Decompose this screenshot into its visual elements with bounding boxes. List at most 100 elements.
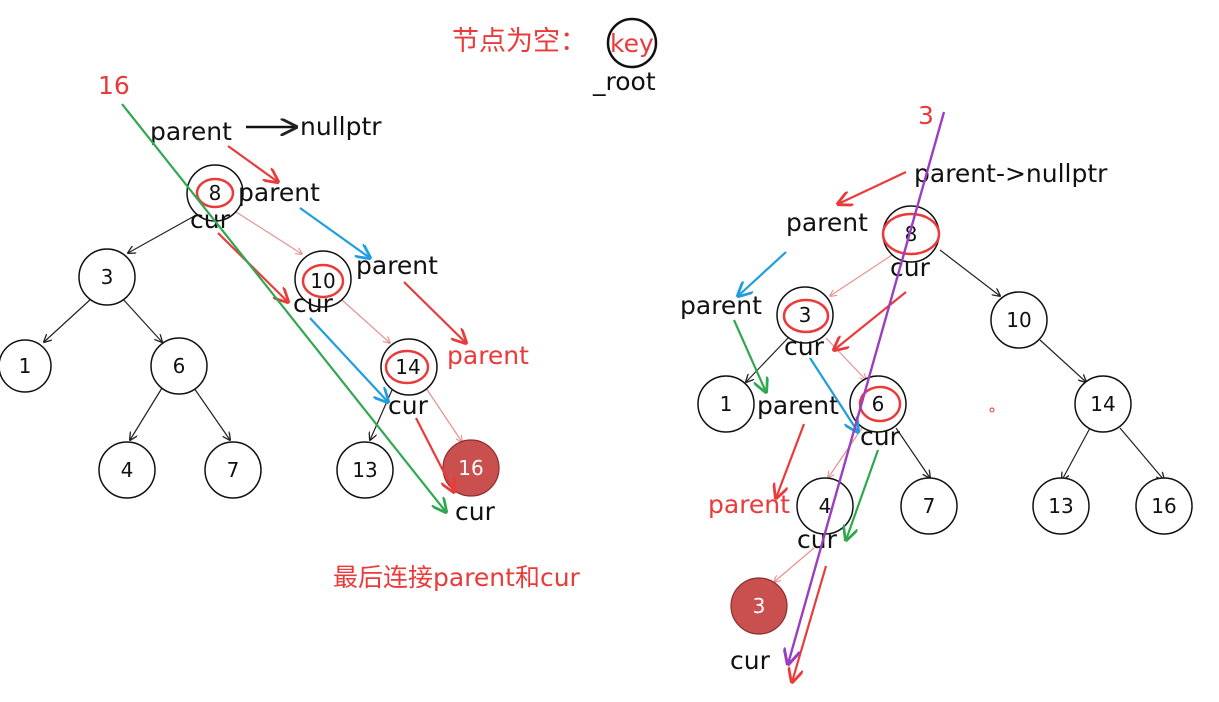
edge-r-6-4: [828, 427, 863, 478]
edge-r-8-10: [939, 249, 1000, 296]
svg-text:16: 16: [1151, 494, 1176, 518]
svg-text:1: 1: [19, 354, 32, 378]
tree-node-1: 1: [0, 339, 52, 393]
red-arrow-parent-right-1: [838, 171, 907, 204]
svg-text:13: 13: [1048, 494, 1073, 518]
tree-node-14: 14: [380, 338, 438, 396]
svg-text:14: 14: [395, 355, 420, 379]
tree-node-4: 4: [98, 441, 156, 499]
blue-arrow-parent-right-2: [738, 251, 787, 296]
cur-label-left-1: cur: [293, 289, 334, 318]
tree-node-r-6: 6: [849, 375, 907, 433]
tree-node-r-16: 16: [1135, 477, 1193, 535]
green-arrow-cur-right-3: [846, 449, 880, 540]
left-tree: 8 3 10 1 6 14 4 7: [0, 164, 500, 499]
parent-label-right-1: parent: [680, 291, 762, 320]
header: 节点为空： key _root: [452, 17, 658, 96]
cur-label-left-3: cur: [455, 497, 496, 526]
parent-label-right-0: parent: [786, 208, 868, 237]
right-annotations: 3 parent->nullptr parent cur parent cur …: [680, 101, 1108, 682]
nullptr-label: nullptr: [300, 112, 382, 141]
edge-r-10-14: [1039, 339, 1086, 382]
left-annotations: 16 parent nullptr parent cur parent cur …: [98, 71, 581, 592]
red-arrow-parent-right-3: [776, 423, 806, 498]
svg-text:1: 1: [720, 392, 733, 416]
svg-text:8: 8: [209, 181, 222, 205]
tree-node-r-13: 13: [1032, 477, 1090, 535]
edge-6-4: [130, 387, 163, 440]
edge-r-3-1: [746, 337, 789, 382]
edge-r-6-7: [895, 427, 930, 478]
tree-node-r-3: 3: [776, 286, 834, 344]
tree-node-10: 10: [294, 250, 352, 308]
tree-node-7: 7: [204, 441, 262, 499]
key-circle: [606, 17, 658, 69]
cur-label-right-4: cur: [730, 646, 771, 675]
svg-text:3: 3: [799, 303, 812, 327]
edge-r-14-13: [1062, 427, 1091, 480]
edge-10-14: [341, 299, 390, 343]
tree-node-r-7: 7: [900, 477, 958, 535]
edge-3-6: [121, 297, 162, 342]
svg-text:14: 14: [1090, 392, 1115, 416]
edge-r-8-3: [830, 254, 893, 296]
svg-text:10: 10: [310, 269, 335, 293]
tree-node-r-4: 4: [796, 477, 854, 535]
green-arrow-parent-right-3: [732, 319, 766, 392]
svg-text:3: 3: [753, 594, 766, 618]
edge-r-14-16: [1119, 427, 1164, 480]
svg-text:13: 13: [352, 458, 377, 482]
blue-arrow-cur-step-2: [309, 317, 388, 402]
parent-label-right-2: parent: [757, 391, 839, 420]
red-arrow-cur-right-4: [792, 565, 828, 682]
svg-text:3: 3: [101, 265, 114, 289]
svg-text:7: 7: [923, 494, 936, 518]
tree-node-r-1: 1: [697, 375, 755, 433]
tree-node-3: 3: [78, 248, 136, 306]
svg-text:4: 4: [121, 458, 134, 482]
edge-3-1: [44, 297, 93, 342]
edge-14-16: [425, 387, 462, 442]
svg-text:16: 16: [458, 456, 483, 480]
cur-label-left-0: cur: [190, 205, 231, 234]
edge-8-10: [235, 211, 302, 254]
new-node-3: 3: [730, 577, 788, 635]
cur-label-right-1: cur: [784, 332, 825, 361]
tree-node-r-10: 10: [990, 291, 1048, 349]
blue-arrow-cur-right-2: [809, 357, 858, 432]
parent-label-left-3: parent: [447, 341, 529, 370]
red-arrow-cur-right-1: [834, 291, 907, 350]
insert-value-left: 16: [98, 71, 130, 100]
tree-node-r-14: 14: [1074, 375, 1132, 433]
header-title: 节点为空：: [452, 26, 587, 57]
parent-label-left-2: parent: [356, 251, 438, 280]
edge-8-3: [128, 213, 199, 253]
purple-arrow-search-path-right: [788, 111, 946, 664]
key-label: key: [610, 29, 654, 58]
svg-text:6: 6: [173, 354, 186, 378]
caption-left: 最后连接parent和cur: [333, 563, 581, 592]
red-arrow-parent-step-1: [227, 145, 278, 182]
svg-text:6: 6: [872, 392, 885, 416]
svg-text:7: 7: [227, 458, 240, 482]
edge-6-7: [193, 387, 230, 440]
svg-text:4: 4: [819, 494, 832, 518]
red-arrow-parent-step-3: [403, 281, 466, 343]
edge-r-3-6: [825, 337, 866, 380]
cur-label-right-3: cur: [797, 525, 838, 554]
stray-dot: [989, 407, 995, 413]
svg-text:10: 10: [1006, 308, 1031, 332]
blue-arrow-parent-step-2: [299, 207, 370, 258]
parent-nullptr-label: parent->nullptr: [914, 159, 1108, 188]
green-arrow-search-path-left: [121, 103, 446, 512]
tree-node-6: 6: [150, 337, 208, 395]
tree-node-13: 13: [336, 441, 394, 499]
root-label: _root: [592, 67, 656, 96]
parent-label-left-1: parent: [238, 178, 320, 207]
cur-label-left-2: cur: [388, 391, 429, 420]
insert-value-right: 3: [918, 101, 934, 130]
red-arrow-cur-step-3: [415, 417, 454, 492]
edge-r-4-3: [774, 547, 815, 582]
cur-label-right-2: cur: [860, 422, 901, 451]
